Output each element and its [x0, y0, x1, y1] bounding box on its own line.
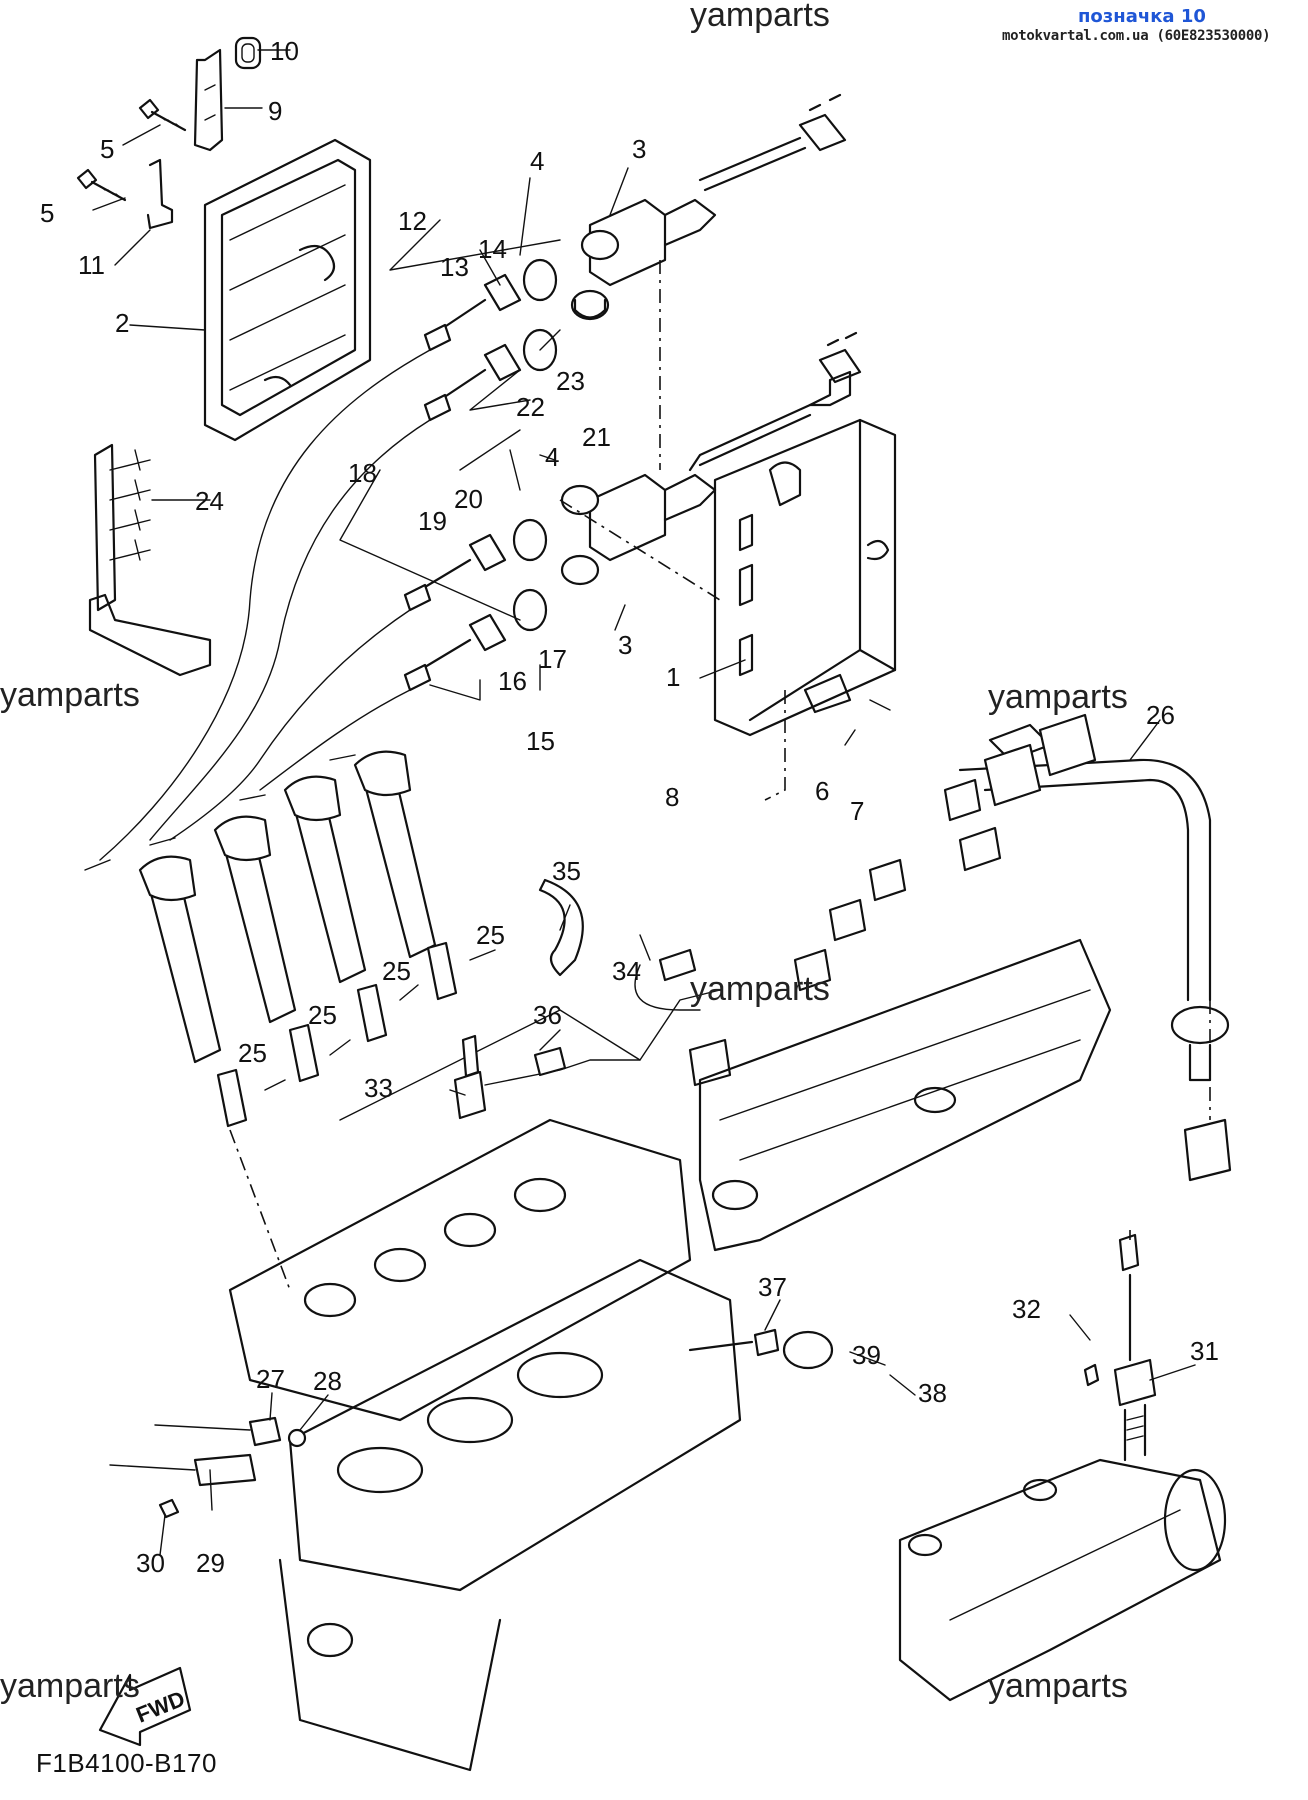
callout-14: 14 [478, 234, 507, 264]
callout-21: 21 [582, 422, 611, 452]
callout-32: 32 [1012, 1294, 1041, 1324]
callout-20: 20 [454, 484, 483, 514]
callout-38: 38 [918, 1378, 947, 1408]
callout-1: 1 [666, 662, 680, 692]
callout-18: 18 [348, 458, 377, 488]
diagram-code: F1B4100-B170 [36, 1748, 217, 1778]
part-clip-11 [146, 158, 174, 230]
callout-25d: 25 [238, 1038, 267, 1068]
callout-4: 4 [530, 146, 544, 176]
part-screws-5 [76, 98, 187, 202]
watermark-bottom-right: yamparts [988, 1667, 1128, 1705]
callout-11: 11 [78, 250, 105, 280]
part-ecu-wires [688, 93, 862, 472]
callout-6: 6 [815, 776, 829, 806]
callout-2: 2 [115, 308, 129, 338]
callout-25b: 25 [382, 956, 411, 986]
part-grommet-10 [234, 36, 262, 70]
callout-7: 7 [850, 796, 864, 826]
callout-23: 23 [556, 366, 585, 396]
part-cover-frame [203, 138, 372, 442]
part-bracket-24 [88, 443, 212, 677]
callout-13: 13 [440, 252, 469, 282]
part-sensor-34 [634, 948, 701, 1011]
part-wire-harness [688, 713, 1232, 1182]
part-sensor-31 [1083, 1233, 1157, 1462]
callout-30: 30 [136, 1548, 165, 1578]
part-sensors-left [109, 1416, 307, 1519]
part-spark-plugs [216, 941, 458, 1128]
center-lines [229, 260, 1211, 1291]
callout-8: 8 [665, 782, 679, 812]
part-ht-leads [84, 349, 431, 871]
callout-10: 10 [270, 36, 299, 66]
callout-39: 39 [852, 1340, 881, 1370]
part-leads-lower [403, 518, 548, 692]
leader-lines [92, 49, 1196, 1556]
watermark-center: yamparts [690, 970, 830, 1008]
part-strap-35 [538, 878, 584, 977]
callout-33: 33 [364, 1073, 393, 1103]
part-bracket-9 [193, 48, 224, 152]
callout-3b: 3 [618, 630, 632, 660]
callout-3: 3 [632, 134, 646, 164]
callout-25c: 25 [308, 1000, 337, 1030]
callout-5: 5 [100, 134, 114, 164]
callout-16: 16 [498, 666, 527, 696]
part-sensor-37-39 [688, 1328, 834, 1370]
part-cylinder-head [228, 1009, 692, 1422]
watermark-top: yamparts [690, 0, 830, 34]
part-coil-lower [560, 473, 717, 586]
callout-12: 12 [398, 206, 427, 236]
part-coil-upper [570, 198, 717, 321]
callout-37: 37 [758, 1272, 787, 1302]
callout-28: 28 [313, 1366, 342, 1396]
part-sensor-33 [453, 989, 721, 1120]
part-cylinder-block [278, 1258, 742, 1772]
callout-4b: 4 [545, 442, 559, 472]
callout-26: 26 [1146, 700, 1175, 730]
watermark-bottom-left: yamparts [0, 1667, 140, 1705]
part-intake-manifold [698, 938, 1112, 1252]
callout-15: 15 [526, 726, 555, 756]
part-ecu-unit [713, 418, 897, 737]
callout-29: 29 [196, 1548, 225, 1578]
callout-5b: 5 [40, 198, 54, 228]
part-exhaust-pipe [898, 1458, 1227, 1702]
callout-22: 22 [516, 392, 545, 422]
callout-27: 27 [256, 1364, 285, 1394]
part-plug-boots [138, 750, 437, 1064]
header-link[interactable]: позначка 10 [1078, 6, 1206, 27]
callout-36: 36 [533, 1000, 562, 1030]
header-source: motokvartal.com.ua (60E823530000) [1002, 28, 1271, 44]
watermark-right: yamparts [988, 678, 1128, 716]
callout-35: 35 [552, 856, 581, 886]
callout-25a: 25 [476, 920, 505, 950]
part-leads-upper [423, 258, 558, 422]
watermark-left: yamparts [0, 676, 140, 714]
callout-34: 34 [612, 956, 641, 986]
fwd-arrow-icon [98, 1666, 192, 1747]
callout-19: 19 [418, 506, 447, 536]
callout-31: 31 [1190, 1336, 1219, 1366]
callout-9: 9 [268, 96, 282, 126]
callout-24: 24 [195, 486, 224, 516]
callout-17: 17 [538, 644, 567, 674]
